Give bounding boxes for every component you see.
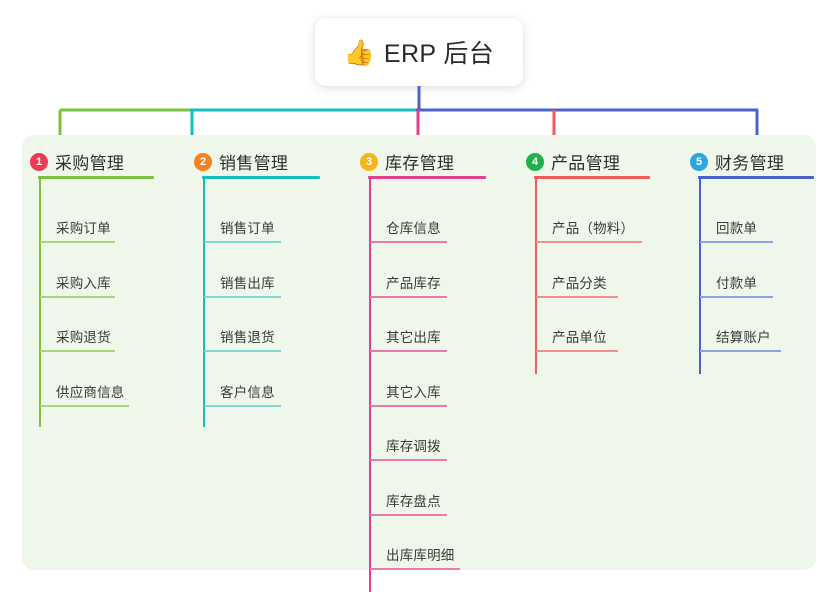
- leaf-item-label: 库存调拨: [386, 439, 441, 454]
- leaf-item-label: 客户信息: [220, 384, 275, 400]
- column-title-3: 库存管理: [385, 154, 455, 173]
- leaf-item-label: 付款单: [716, 275, 758, 291]
- column-trunk-4: [535, 177, 537, 374]
- column-header-1[interactable]: 1 采购管理: [30, 149, 124, 174]
- column-header-rule-2: [202, 176, 320, 179]
- leaf-item-rule: [204, 241, 281, 243]
- leaf-item-label: 产品分类: [552, 275, 607, 291]
- leaf-item-rule: [40, 295, 115, 298]
- column-trunk-2: [203, 177, 205, 427]
- column-trunk-3: [369, 177, 371, 592]
- leaf-item-rule: [700, 350, 781, 352]
- diagram-panel: [22, 135, 816, 570]
- column-title-5: 财务管理: [715, 154, 785, 173]
- leaf-item-label: 库存盘点: [386, 493, 441, 509]
- leaf-item-rule: [370, 350, 447, 352]
- columns-layer: 1 采购管理采购订单采购入库采购退货供应商信息 2 销售管理销售订单销售出库销售退货客…: [0, 135, 839, 592]
- leaf-item-label: 产品单位: [552, 330, 607, 345]
- leaf-item-rule: [370, 459, 447, 461]
- leaf-item-rule: [40, 404, 129, 407]
- column-title-2: 销售管理: [219, 154, 289, 173]
- column-trunk-5: [699, 177, 701, 374]
- leaf-item-rule: [204, 295, 281, 298]
- column-header-rule-5: [698, 176, 814, 179]
- leaf-item-rule: [536, 350, 618, 352]
- column-badge-4: 4: [526, 152, 544, 171]
- leaf-item-rule: [204, 404, 281, 407]
- leaf-item-label: 出库库明细: [386, 548, 455, 563]
- leaf-item-label: 采购订单: [56, 221, 111, 236]
- leaf-item-label: 产品（物料）: [552, 221, 635, 236]
- column-title-1: 采购管理: [55, 154, 125, 173]
- column-header-rule-3: [368, 176, 486, 179]
- leaf-item-rule: [536, 295, 618, 298]
- leaf-item-label: 采购入库: [56, 275, 111, 291]
- leaf-item-rule: [40, 350, 115, 352]
- leaf-item-label: 产品库存: [386, 275, 441, 291]
- leaf-item-label: 其它入库: [386, 384, 441, 400]
- column-header-2[interactable]: 2 销售管理: [194, 149, 288, 174]
- thumbs-up-icon: 👍: [343, 38, 375, 67]
- column-header-rule-4: [534, 176, 650, 179]
- leaf-item-label: 采购退货: [56, 330, 111, 345]
- leaf-item-rule: [370, 295, 447, 298]
- column-header-5[interactable]: 5 财务管理: [690, 149, 784, 174]
- leaf-item-label: 回款单: [716, 221, 758, 236]
- column-badge-5: 5: [690, 152, 708, 171]
- column-badge-1: 1: [30, 152, 48, 171]
- leaf-item-rule: [40, 241, 115, 243]
- column-badge-2: 2: [194, 152, 212, 171]
- leaf-item-rule: [370, 404, 447, 407]
- leaf-item-label: 仓库信息: [386, 221, 441, 236]
- leaf-item-rule: [370, 568, 460, 570]
- column-header-3[interactable]: 3 库存管理: [360, 149, 454, 174]
- leaf-item-rule: [370, 513, 447, 516]
- leaf-item-rule: [536, 241, 642, 243]
- leaf-item-label: 供应商信息: [56, 384, 125, 400]
- leaf-item-label: 结算账户: [716, 330, 771, 345]
- leaf-item-rule: [700, 295, 773, 298]
- root-title-label: ERP 后台: [383, 40, 495, 68]
- column-trunk-1: [39, 177, 41, 427]
- leaf-item-rule: [204, 350, 281, 352]
- root-title-card: 👍 ERP 后台: [315, 18, 523, 86]
- column-badge-3: 3: [360, 152, 378, 171]
- column-header-4[interactable]: 4 产品管理: [526, 149, 620, 174]
- column-header-rule-1: [38, 176, 154, 179]
- leaf-item-label: 销售订单: [220, 221, 275, 236]
- leaf-item-label: 销售退货: [220, 330, 275, 345]
- column-title-4: 产品管理: [551, 154, 621, 173]
- leaf-item-rule: [700, 241, 773, 243]
- leaf-item-label: 其它出库: [386, 330, 441, 345]
- leaf-item-rule: [370, 241, 447, 243]
- leaf-item-label: 销售出库: [220, 275, 275, 291]
